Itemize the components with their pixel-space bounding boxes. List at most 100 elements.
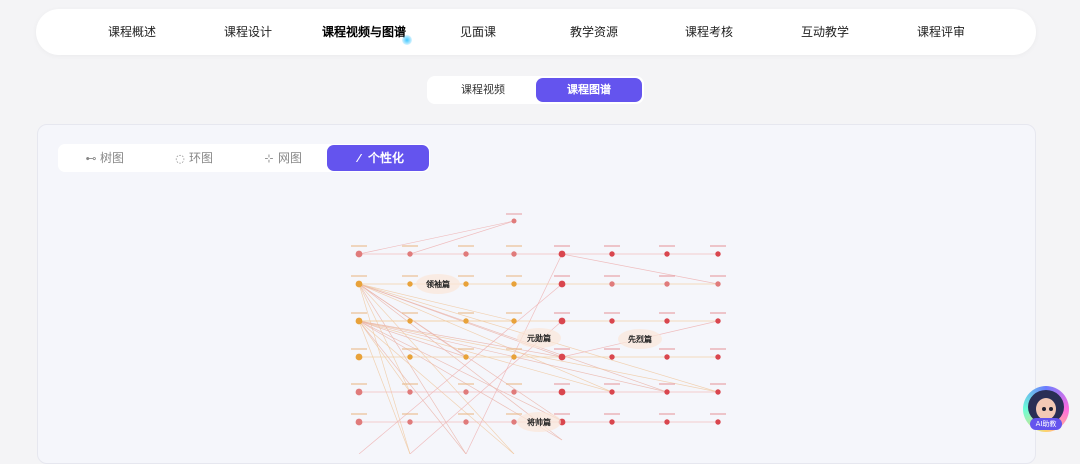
graph-node-caption <box>554 348 570 350</box>
nav-course-design[interactable]: 课程设计 <box>223 25 273 39</box>
graph-node <box>609 354 615 360</box>
nav-interactive-teaching[interactable]: 互动教学 <box>800 25 850 39</box>
graph-node <box>511 251 517 257</box>
knowledge-graph[interactable]: 领袖篇元勋篇先烈篇将帅篇 <box>0 0 1080 454</box>
graph-node-caption <box>659 413 675 415</box>
graph-node <box>664 419 670 425</box>
nav-course-assessment[interactable]: 课程考核 <box>684 25 734 39</box>
nav-teaching-resources[interactable]: 教学资源 <box>569 25 619 39</box>
graph-node <box>463 419 469 425</box>
graph-node <box>463 354 469 360</box>
graph-node <box>511 218 517 224</box>
graph-node <box>355 388 363 396</box>
nav-course-video-graph-label: 课程视频与图谱 <box>321 25 407 39</box>
graph-node-caption <box>554 275 570 277</box>
graph-node <box>558 250 566 258</box>
graph-node-caption <box>402 275 418 277</box>
graph-edge <box>358 320 467 358</box>
graph-node <box>355 317 363 325</box>
graph-node-caption <box>710 245 726 247</box>
graph-node-caption <box>604 275 620 277</box>
graph-node <box>511 419 517 425</box>
graph-edge <box>358 320 613 393</box>
nav-course-overview[interactable]: 课程概述 <box>107 25 157 39</box>
graph-node-caption <box>351 348 367 350</box>
graph-node <box>609 419 615 425</box>
graph-node <box>715 419 721 425</box>
graph-node-caption <box>402 348 418 350</box>
graph-node-caption <box>402 413 418 415</box>
graph-node <box>715 354 721 360</box>
graph-cluster-label: 领袖篇 <box>426 279 450 289</box>
nav-meeting-class[interactable]: 见面课 <box>459 25 497 39</box>
tab-course-video[interactable]: 课程视频 <box>461 83 505 96</box>
graph-node <box>664 318 670 324</box>
graph-node <box>355 418 363 426</box>
active-sparkle-icon <box>402 35 413 45</box>
graph-node-caption <box>351 413 367 415</box>
nav-course-review[interactable]: 课程评审 <box>916 25 966 39</box>
graph-node-caption <box>351 275 367 277</box>
ai-avatar-icon <box>1028 390 1064 424</box>
graph-cluster-glow <box>517 412 561 432</box>
graph-node-caption <box>458 413 474 415</box>
graph-node <box>664 389 670 395</box>
graph-node-caption <box>458 245 474 247</box>
graph-node <box>463 318 469 324</box>
graph-node-caption <box>710 312 726 314</box>
graph-node <box>558 317 566 325</box>
graph-node <box>715 389 721 395</box>
graph-node-caption <box>402 383 418 385</box>
graph-edge <box>358 283 613 393</box>
graph-edge <box>358 283 515 322</box>
graph-panel <box>37 124 1036 464</box>
graph-edge <box>358 320 411 454</box>
view-personalized-button[interactable]: ⁄个性化 <box>327 145 429 171</box>
graph-edge <box>358 283 563 454</box>
graph-node-caption <box>506 213 522 215</box>
graph-edge <box>358 283 467 454</box>
tab-course-graph[interactable]: 课程图谱 <box>536 78 642 102</box>
graph-cluster-glow <box>416 274 460 294</box>
nav-course-video-graph[interactable]: 课程视频与图谱 <box>321 9 413 55</box>
graph-edge <box>358 283 515 454</box>
graph-node <box>558 280 566 288</box>
ring-icon: ◌ <box>175 152 185 165</box>
graph-node <box>511 281 517 287</box>
view-network-button[interactable]: ⊹网图 <box>262 144 302 172</box>
graph-node <box>407 419 413 425</box>
view-tree-button[interactable]: ⊷树图 <box>84 144 125 172</box>
graph-edge <box>465 253 563 454</box>
graph-edge <box>358 320 515 454</box>
graph-node <box>609 318 615 324</box>
graph-node <box>558 388 566 396</box>
graph-node <box>715 251 721 257</box>
graph-node <box>407 318 413 324</box>
magic-wand-icon: ⁄ <box>358 152 360 165</box>
graph-node <box>511 318 517 324</box>
graph-node-caption <box>604 383 620 385</box>
graph-node-caption <box>659 275 675 277</box>
graph-cluster-glow <box>618 329 662 349</box>
graph-node-caption <box>710 348 726 350</box>
graph-node-caption <box>554 383 570 385</box>
graph-cluster-label: 将帅篇 <box>527 417 551 427</box>
graph-node-caption <box>506 348 522 350</box>
graph-node-caption <box>710 413 726 415</box>
graph-node-caption <box>554 245 570 247</box>
graph-node-caption <box>506 383 522 385</box>
graph-node <box>715 318 721 324</box>
graph-node-caption <box>351 383 367 385</box>
graph-edge <box>358 320 563 422</box>
graph-edge <box>409 220 515 255</box>
content-switch: 课程视频 课程图谱 <box>427 76 644 104</box>
graph-node-caption <box>710 383 726 385</box>
view-ring-button[interactable]: ◌环图 <box>173 144 213 172</box>
graph-node <box>715 281 721 287</box>
graph-edge <box>358 283 411 454</box>
ai-assistant-button[interactable]: AI助教 <box>1023 386 1069 432</box>
graph-node-caption <box>458 275 474 277</box>
view-network-label: 网图 <box>278 151 303 165</box>
graph-node-caption <box>659 348 675 350</box>
graph-node-caption <box>604 312 620 314</box>
